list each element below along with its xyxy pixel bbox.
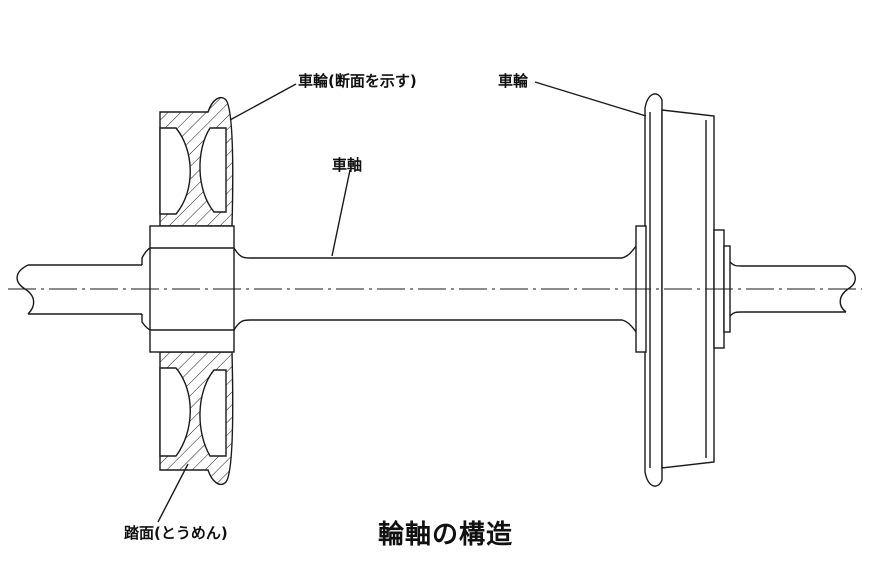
- leader-axle: [331, 169, 351, 257]
- right-wheel: [635, 93, 731, 487]
- label-tread: 踏面(とうめん): [124, 524, 228, 542]
- axle-body: [141, 243, 639, 335]
- leader-tread: [157, 463, 189, 523]
- label-wheel-section: 車輪(断面を示す): [298, 72, 417, 90]
- leader-wheel: [534, 81, 647, 117]
- label-wheel: 車輪: [498, 72, 529, 90]
- label-axle: 車軸: [332, 156, 363, 174]
- diagram-title: 輪軸の構造: [378, 520, 514, 550]
- left-wheel-section: [149, 96, 235, 486]
- leader-wheel-section: [229, 83, 297, 121]
